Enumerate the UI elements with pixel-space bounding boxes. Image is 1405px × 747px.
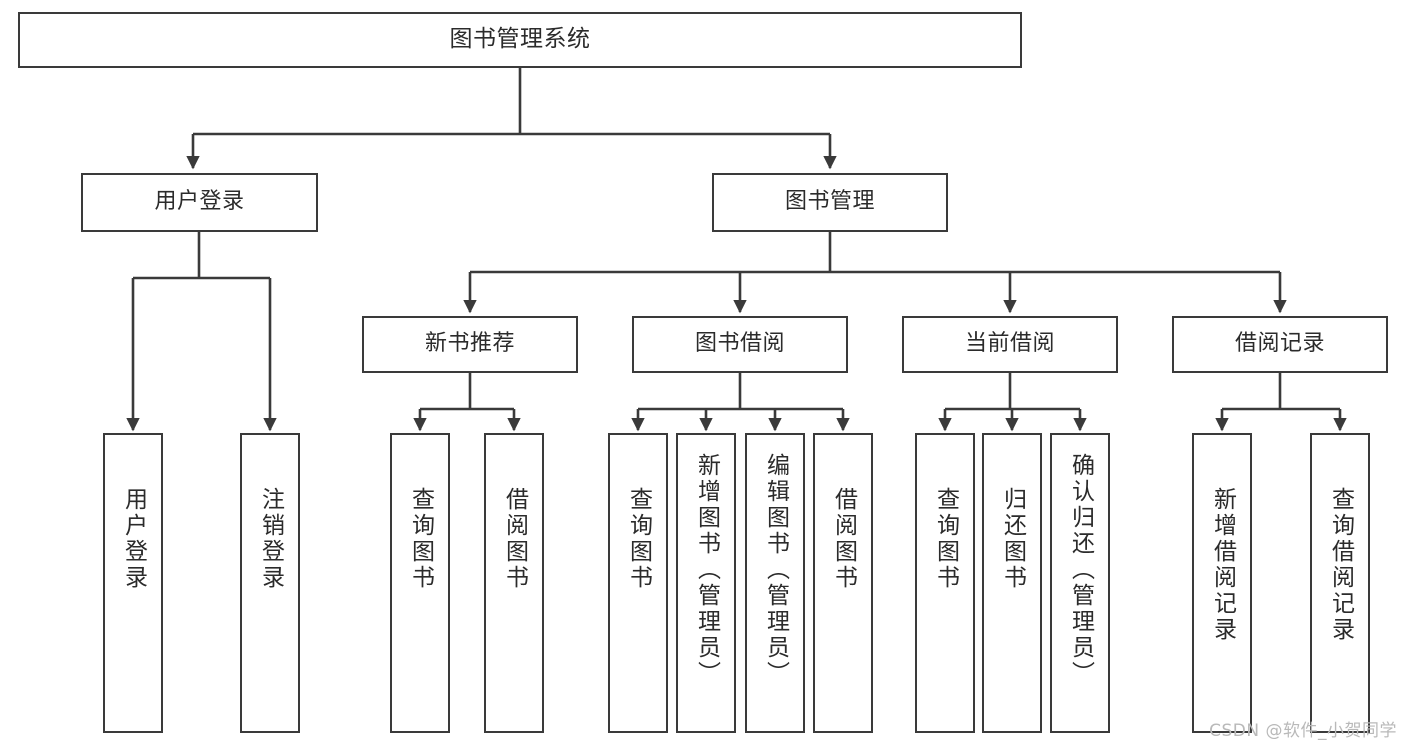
node-leaf-query-borrow-record[interactable]: 查询借阅记录: [1310, 433, 1370, 733]
node-label: 归还图书: [999, 487, 1026, 591]
node-label: 借阅图书: [830, 487, 857, 591]
node-label: 编辑图书（管理员）: [762, 453, 789, 687]
node-leaf-confirm-return-admin[interactable]: 确认归还（管理员）: [1050, 433, 1110, 733]
node-label: 用户登录: [120, 487, 147, 591]
node-root-system[interactable]: 图书管理系统: [18, 12, 1022, 68]
node-leaf-return-book[interactable]: 归还图书: [982, 433, 1042, 733]
node-leaf-borrow-book[interactable]: 借阅图书: [813, 433, 873, 733]
node-leaf-add-book-admin[interactable]: 新增图书（管理员）: [676, 433, 736, 733]
node-leaf-borrow-book-recommend[interactable]: 借阅图书: [484, 433, 544, 733]
node-label: 新增借阅记录: [1209, 487, 1236, 643]
node-label: 图书管理系统: [449, 26, 591, 53]
node-label: 查询借阅记录: [1327, 487, 1354, 643]
node-label: 注销登录: [257, 487, 284, 591]
node-user-login[interactable]: 用户登录: [81, 173, 318, 232]
node-leaf-edit-book-admin[interactable]: 编辑图书（管理员）: [745, 433, 805, 733]
node-label: 图书借阅: [694, 331, 785, 357]
node-label: 查询图书: [932, 487, 959, 591]
node-label: 确认归还（管理员）: [1067, 453, 1094, 687]
node-book-borrow[interactable]: 图书借阅: [632, 316, 848, 373]
node-leaf-user-login[interactable]: 用户登录: [103, 433, 163, 733]
node-borrow-record[interactable]: 借阅记录: [1172, 316, 1388, 373]
node-label: 查询图书: [625, 487, 652, 591]
node-book-management[interactable]: 图书管理: [712, 173, 948, 232]
node-new-book-recommend[interactable]: 新书推荐: [362, 316, 578, 373]
node-label: 新增图书（管理员）: [693, 453, 720, 687]
node-leaf-query-book[interactable]: 查询图书: [608, 433, 668, 733]
node-current-borrow[interactable]: 当前借阅: [902, 316, 1118, 373]
csdn-watermark: CSDN @软件_小贺同学: [1209, 721, 1397, 741]
node-label: 借阅图书: [501, 487, 528, 591]
node-label: 图书管理: [784, 189, 875, 215]
node-label: 借阅记录: [1234, 331, 1325, 357]
node-leaf-query-book-current[interactable]: 查询图书: [915, 433, 975, 733]
node-label: 当前借阅: [964, 331, 1055, 357]
node-label: 新书推荐: [424, 331, 515, 357]
node-label: 查询图书: [407, 487, 434, 591]
node-leaf-logout[interactable]: 注销登录: [240, 433, 300, 733]
node-leaf-query-book-recommend[interactable]: 查询图书: [390, 433, 450, 733]
node-leaf-add-borrow-record[interactable]: 新增借阅记录: [1192, 433, 1252, 733]
node-label: 用户登录: [154, 189, 245, 215]
